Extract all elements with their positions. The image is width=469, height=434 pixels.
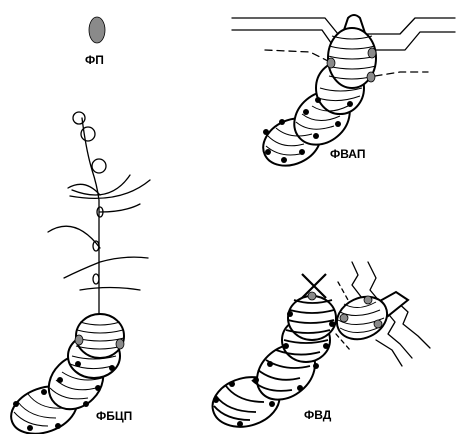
fbcp-spot-left	[75, 335, 83, 345]
fvap-spot-right-upper	[368, 48, 376, 58]
fvap-surface-deep	[265, 50, 330, 62]
label-fvd: ФВД	[304, 408, 332, 422]
fbcp-bubble-top	[73, 112, 85, 124]
panel-fvd: ФВД	[207, 262, 430, 434]
fbcp-node-3	[93, 274, 99, 284]
fvap-spot-left-upper	[327, 58, 335, 68]
label-fbcp: ФБЦП	[96, 409, 132, 423]
fvd-jagged-line-3	[385, 310, 412, 358]
fbcp-arc-3	[70, 180, 150, 198]
fbcp-arc-4	[48, 226, 100, 248]
fbcp-spot-right	[116, 339, 124, 349]
fp-oval	[89, 17, 105, 43]
panel-fp: ФП	[85, 17, 105, 67]
fbcp-arc-7	[80, 288, 140, 291]
fvap-surface-deep-right	[375, 72, 428, 76]
fbcp-head-segment	[76, 314, 124, 358]
fbcp-bubble-middle	[81, 127, 95, 141]
fvd-small-spot-left	[340, 314, 348, 322]
fvd-spot-head	[308, 292, 316, 300]
fbcp-arc-2	[72, 175, 130, 195]
fvap-spot-right-lower	[367, 72, 375, 82]
fbcp-bubble-lower	[92, 159, 106, 173]
label-fvap: ФВАП	[330, 147, 365, 161]
panel-fbcp: ФБЦП	[5, 112, 150, 434]
panel-fvap: ФВАП	[232, 15, 455, 175]
fbcp-arc-5	[100, 204, 140, 212]
fvd-dash-1	[338, 282, 348, 300]
fvd-small-spot-right	[374, 320, 382, 328]
fvd-small-spot-top	[364, 296, 372, 304]
fbcp-arc-6	[64, 257, 148, 278]
fvd-jagged-line-5	[376, 340, 402, 366]
label-fp: ФП	[85, 53, 104, 67]
